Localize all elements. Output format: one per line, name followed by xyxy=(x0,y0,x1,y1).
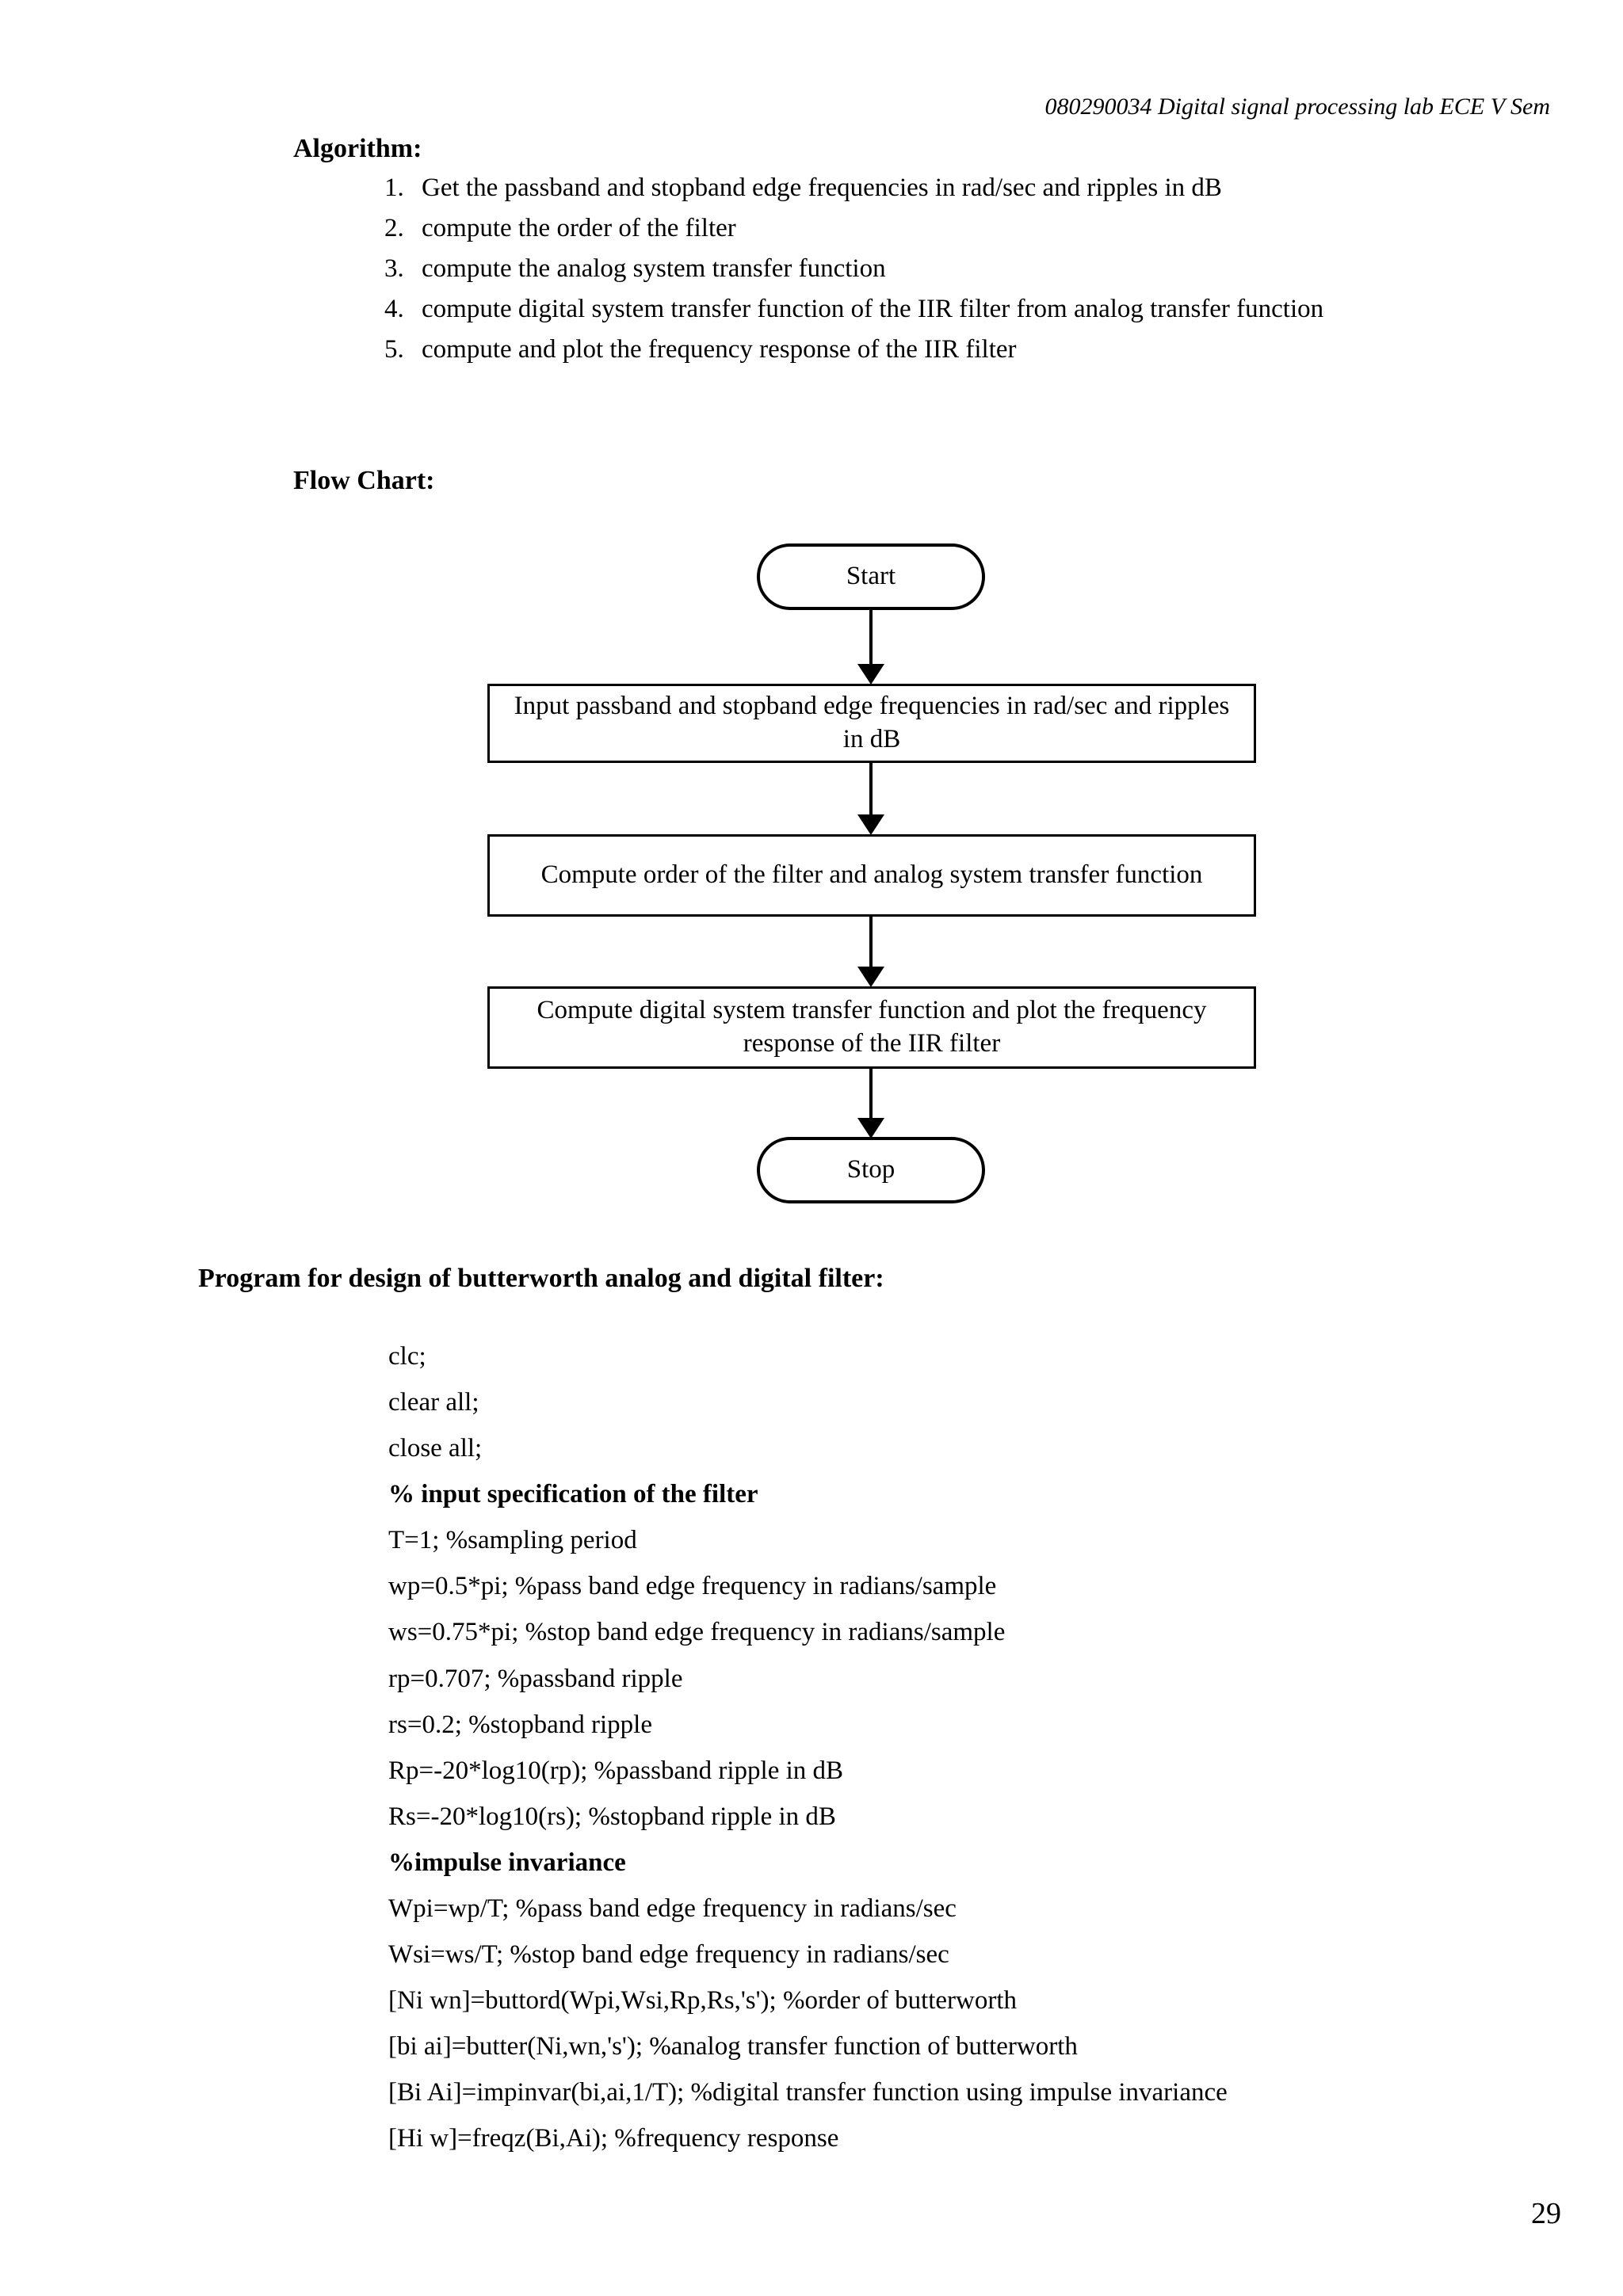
flowchart-arrow-icon xyxy=(857,664,884,685)
flowchart-node-start: Start xyxy=(757,543,985,610)
code-line: [bi ai]=butter(Ni,wn,'s'); %analog trans… xyxy=(388,2032,1078,2061)
algorithm-step-list: Get the passband and stopband edge frequ… xyxy=(357,168,1496,370)
code-line: [Hi w]=freqz(Bi,Ai); %frequency response xyxy=(388,2124,839,2153)
flowchart-node-compute-order: Compute order of the filter and analog s… xyxy=(487,834,1256,917)
flowchart-connector-line xyxy=(869,917,873,967)
code-line: wp=0.5*pi; %pass band edge frequency in … xyxy=(388,1572,997,1601)
code-line: clc; xyxy=(388,1342,426,1371)
flowchart-heading: Flow Chart: xyxy=(293,466,435,495)
code-line: %impulse invariance xyxy=(388,1848,626,1877)
code-line: ws=0.75*pi; %stop band edge frequency in… xyxy=(388,1618,1006,1647)
running-header: 080290034 Digital signal processing lab … xyxy=(1044,93,1551,120)
code-line: T=1; %sampling period xyxy=(388,1526,637,1555)
algorithm-step: compute the analog system transfer funct… xyxy=(411,249,1496,289)
code-line: Wsi=ws/T; %stop band edge frequency in r… xyxy=(388,1940,949,1970)
code-line: Rp=-20*log10(rp); %passband ripple in dB xyxy=(388,1756,844,1785)
flowchart-arrow-icon xyxy=(857,967,884,987)
flowchart-arrow-icon xyxy=(857,1118,884,1138)
flowchart-node-stop: Stop xyxy=(757,1137,985,1203)
program-heading: Program for design of butterworth analog… xyxy=(198,1264,884,1293)
code-line: clear all; xyxy=(388,1388,479,1417)
code-line: Rs=-20*log10(rs); %stopband ripple in dB xyxy=(388,1802,836,1831)
page-number: 29 xyxy=(1531,2197,1561,2230)
code-line: % input specification of the filter xyxy=(388,1480,758,1509)
flowchart-connector-line xyxy=(869,763,873,814)
algorithm-step: compute the order of the filter xyxy=(411,208,1496,249)
code-line: rp=0.707; %passband ripple xyxy=(388,1664,683,1693)
algorithm-step: Get the passband and stopband edge frequ… xyxy=(411,168,1496,208)
flowchart-connector-line xyxy=(869,1069,873,1118)
flowchart-node-compute-digital: Compute digital system transfer function… xyxy=(487,986,1256,1069)
code-line: [Bi Ai]=impinvar(bi,ai,1/T); %digital tr… xyxy=(388,2078,1228,2107)
code-line: close all; xyxy=(388,1434,483,1463)
flowchart-connector-line xyxy=(869,610,873,664)
flowchart-arrow-icon xyxy=(857,814,884,835)
program-code-block: clc; clear all; close all; % input specific… xyxy=(388,1333,1514,2161)
flowchart-node-input: Input passband and stopband edge frequen… xyxy=(487,684,1256,763)
algorithm-step: compute digital system transfer function… xyxy=(411,289,1496,330)
algorithm-heading: Algorithm: xyxy=(293,134,422,163)
algorithm-step: compute and plot the frequency response … xyxy=(411,330,1496,370)
code-line: Wpi=wp/T; %pass band edge frequency in r… xyxy=(388,1894,957,1923)
code-line: rs=0.2; %stopband ripple xyxy=(388,1710,652,1739)
code-line: [Ni wn]=buttord(Wpi,Wsi,Rp,Rs,'s'); %ord… xyxy=(388,1986,1018,2016)
